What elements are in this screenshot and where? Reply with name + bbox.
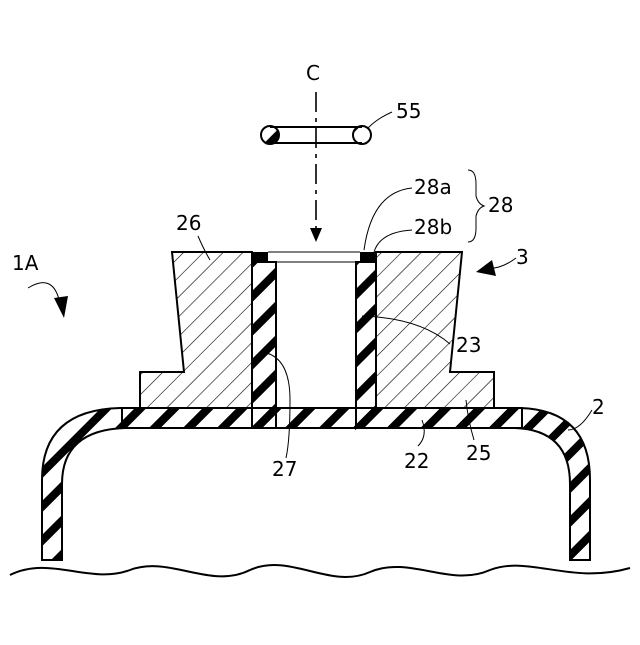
seal-lip-left bbox=[252, 252, 268, 262]
leader-28a bbox=[364, 188, 412, 250]
label-27: 27 bbox=[272, 457, 297, 481]
label-1A: 1A bbox=[12, 251, 39, 275]
label-28a: 28a bbox=[414, 175, 452, 199]
liner-shell bbox=[42, 408, 590, 560]
axis-arrowhead bbox=[310, 228, 322, 242]
leader-28b bbox=[374, 230, 412, 252]
label-23: 23 bbox=[456, 333, 481, 357]
label-oring: 55 bbox=[396, 99, 421, 123]
label-3: 3 bbox=[516, 245, 529, 269]
label-26: 26 bbox=[176, 211, 201, 235]
label-axis-c: C bbox=[306, 61, 320, 85]
seal-collar-left bbox=[252, 262, 276, 428]
break-line bbox=[10, 565, 630, 577]
oring-right-section bbox=[353, 126, 371, 144]
label-25: 25 bbox=[466, 441, 491, 465]
liner-neck-band bbox=[122, 408, 522, 428]
seal-collar-right bbox=[356, 262, 376, 428]
leader-55 bbox=[368, 112, 392, 128]
label-28: 28 bbox=[488, 193, 513, 217]
label-2: 2 bbox=[592, 395, 605, 419]
brace-28 bbox=[468, 170, 484, 242]
arrow-1A bbox=[54, 296, 68, 318]
arrow-3 bbox=[476, 260, 496, 276]
boss-left bbox=[140, 252, 252, 408]
boss-right bbox=[376, 252, 494, 408]
label-22: 22 bbox=[404, 449, 429, 473]
label-28b: 28b bbox=[414, 215, 452, 239]
oring-left-section bbox=[261, 126, 279, 144]
seal-lip-right bbox=[360, 252, 376, 262]
leader-1A bbox=[28, 283, 60, 304]
